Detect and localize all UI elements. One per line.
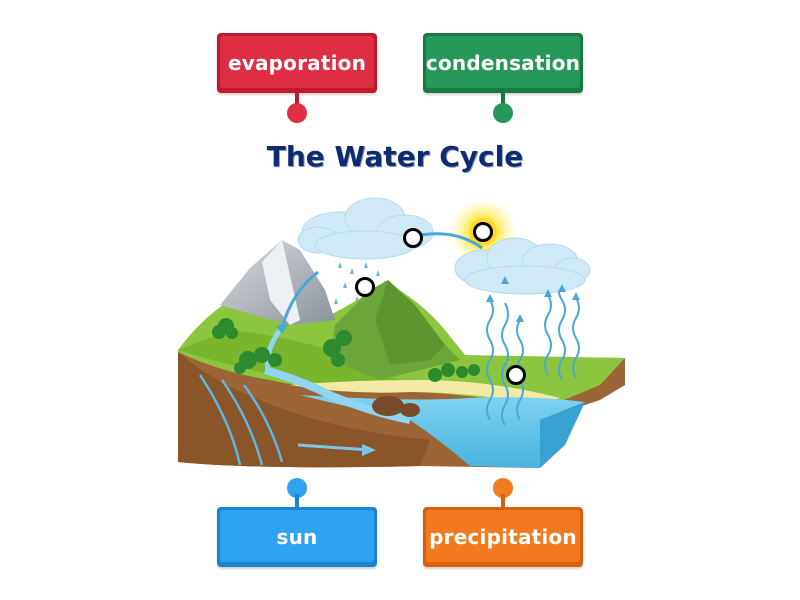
label-precipitation-text: precipitation: [429, 525, 577, 549]
cloud-left: [297, 197, 434, 260]
label-evaporation-text: evaporation: [227, 51, 367, 75]
drop-target-sun[interactable]: [473, 222, 493, 242]
pin-dot-precipitation: [493, 478, 513, 498]
drop-target-condensation-cloud[interactable]: [403, 228, 423, 248]
label-sun[interactable]: sun: [217, 507, 377, 567]
pin-stem-evaporation: [295, 93, 299, 107]
label-condensation-text: condensation: [425, 51, 581, 75]
pin-stem-precipitation: [501, 494, 505, 508]
mountain-green: [330, 280, 460, 380]
cloud-right: [454, 237, 591, 295]
label-precipitation[interactable]: precipitation: [423, 507, 583, 567]
label-condensation[interactable]: condensation: [423, 33, 583, 93]
diagram-title: The Water Cycle: [266, 140, 524, 173]
label-evaporation[interactable]: evaporation: [217, 33, 377, 93]
pin-dot-condensation: [493, 103, 513, 123]
pin-dot-evaporation: [287, 103, 307, 123]
drop-target-rain[interactable]: [355, 277, 375, 297]
label-sun-text: sun: [276, 525, 318, 549]
drop-target-evaporation[interactable]: [506, 365, 526, 385]
pin-dot-sun: [287, 478, 307, 498]
pin-stem-condensation: [501, 93, 505, 107]
pin-stem-sun: [295, 494, 299, 508]
